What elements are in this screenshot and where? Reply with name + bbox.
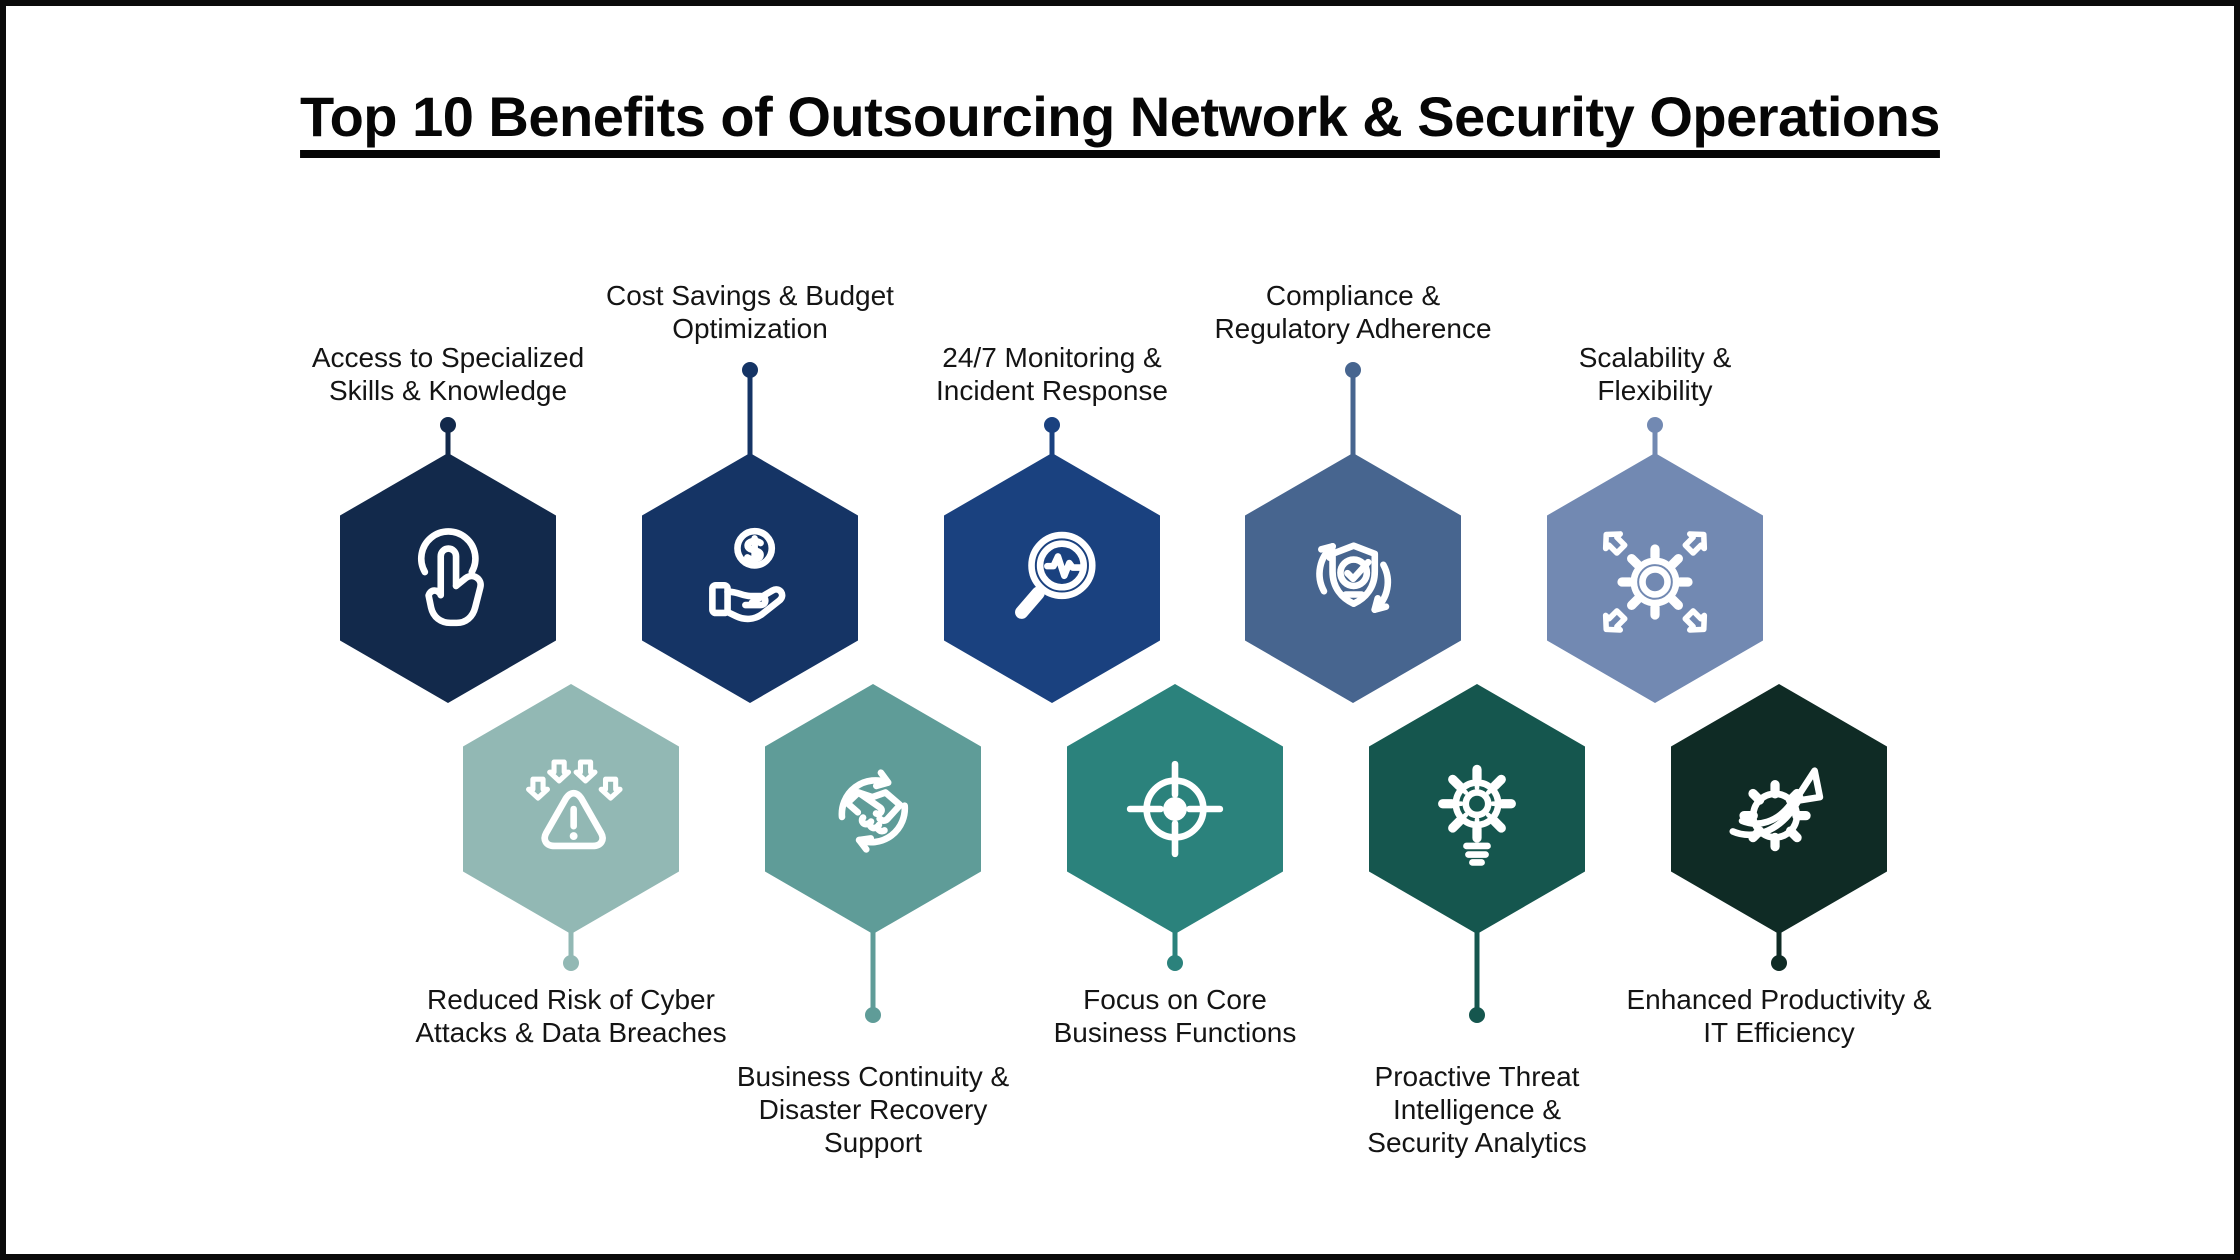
benefit-card-productivity: Enhanced Productivity & IT Efficiency (1626, 684, 1932, 1048)
label-line: Compliance & (1265, 280, 1441, 311)
benefit-label: 24/7 Monitoring & Incident Response (782, 341, 1322, 407)
label-line: Proactive Threat (1374, 1061, 1580, 1092)
connector-dot (1345, 362, 1361, 378)
benefit-card-reduced-risk: Reduced Risk of Cyber Attacks & Data Bre… (415, 684, 727, 1048)
connector-line (445, 427, 451, 459)
connector-line (1474, 928, 1480, 1010)
hexagon (340, 453, 556, 703)
label-line: Attacks & Data Breaches (415, 1017, 727, 1048)
hexagon (944, 453, 1160, 703)
hexagon (642, 453, 858, 703)
benefit-label: Cost Savings & Budget Optimization (480, 279, 1020, 345)
benefit-card-scalability: Scalability & Flexibility (1547, 342, 1763, 703)
label-line: Enhanced Productivity & (1626, 984, 1932, 1015)
connector-line (747, 372, 753, 459)
benefit-card-specialized-skills: Access to Specialized Skills & Knowledge (312, 342, 584, 703)
connector-dot (1044, 417, 1060, 433)
connector-dot (440, 417, 456, 433)
label-line: Business Functions (1053, 1017, 1297, 1048)
label-line: Security Analytics (1367, 1127, 1587, 1158)
benefit-card-cost-savings: Cost Savings & Budget Optimization (606, 280, 894, 703)
magnifier-pulse-icon (1015, 531, 1096, 619)
connector-dot (1167, 955, 1183, 971)
connector-line (1776, 928, 1782, 958)
hexagon (1547, 453, 1763, 703)
label-line: 24/7 Monitoring & (942, 342, 1162, 373)
label-line: Skills & Knowledge (328, 375, 568, 406)
tap-gesture-icon (418, 528, 484, 627)
hexagon (1369, 684, 1585, 934)
connector-dot (1469, 1007, 1485, 1023)
gear-bulb-icon (1438, 764, 1516, 866)
label-line: Cost Savings & Budget (606, 280, 894, 311)
connector-line (1049, 427, 1055, 459)
label-line: Intelligence & (1392, 1094, 1562, 1125)
benefit-label: Focus on Core Business Functions (905, 983, 1445, 1049)
label-line: Disaster Recovery (758, 1094, 988, 1125)
hexagon (1671, 684, 1887, 934)
benefit-card-business-continuity: Business Continuity & Disaster Recovery … (737, 684, 1009, 1158)
benefit-label: Proactive Threat Intelligence & Security… (1207, 1060, 1747, 1159)
connector-dot (865, 1007, 881, 1023)
benefit-card-compliance: Compliance & Regulatory Adherence (1214, 280, 1492, 703)
benefit-card-core-focus: Focus on Core Business Functions (1054, 684, 1296, 1048)
shield-check-cycle-icon (1316, 542, 1392, 613)
connector-dot (742, 362, 758, 378)
label-line: Flexibility (1597, 375, 1713, 406)
connector-line (1652, 427, 1658, 459)
warning-triangle-arrows-icon (526, 759, 623, 850)
target-icon (1126, 760, 1224, 858)
hexagon (765, 684, 981, 934)
page-title: Top 10 Benefits of Outsourcing Network &… (300, 85, 1940, 148)
benefit-label: Enhanced Productivity & IT Efficiency (1509, 983, 2049, 1049)
benefit-label: Compliance & Regulatory Adherence (1083, 279, 1623, 345)
label-line: Incident Response (936, 375, 1168, 406)
connector-line (1172, 928, 1178, 958)
benefit-label: Scalability & Flexibility (1385, 341, 1925, 407)
hexagon (1245, 453, 1461, 703)
connector-line (568, 928, 574, 958)
label-line: Business Continuity & (736, 1061, 1010, 1092)
label-line: Access to Specialized (311, 342, 585, 373)
money-hand-icon (709, 527, 786, 623)
label-line: IT Efficiency (1703, 1017, 1855, 1048)
connector-line (870, 928, 876, 1010)
gear-expand-arrows-icon (1602, 531, 1708, 633)
benefit-label: Business Continuity & Disaster Recovery … (603, 1060, 1143, 1159)
gear-growth-arrow-icon (1729, 767, 1824, 852)
connector-dot (1647, 417, 1663, 433)
hexagon (463, 684, 679, 934)
label-line: Focus on Core (1083, 984, 1267, 1015)
label-line: Optimization (672, 313, 828, 344)
label-line: Regulatory Adherence (1214, 313, 1492, 344)
label-line: Scalability & (1578, 342, 1732, 373)
benefit-card-monitoring: 24/7 Monitoring & Incident Response (936, 342, 1168, 703)
handshake-cycle-icon (838, 769, 909, 853)
connector-line (1350, 372, 1356, 459)
benefit-label: Reduced Risk of Cyber Attacks & Data Bre… (301, 983, 841, 1049)
label-line: Support (823, 1127, 923, 1158)
benefit-label: Access to Specialized Skills & Knowledge (178, 341, 718, 407)
hexagon (1067, 684, 1283, 934)
connector-dot (1771, 955, 1787, 971)
benefit-card-threat-intelligence: Proactive Threat Intelligence & Security… (1367, 684, 1587, 1158)
label-line: Reduced Risk of Cyber (427, 984, 715, 1015)
connector-dot (563, 955, 579, 971)
